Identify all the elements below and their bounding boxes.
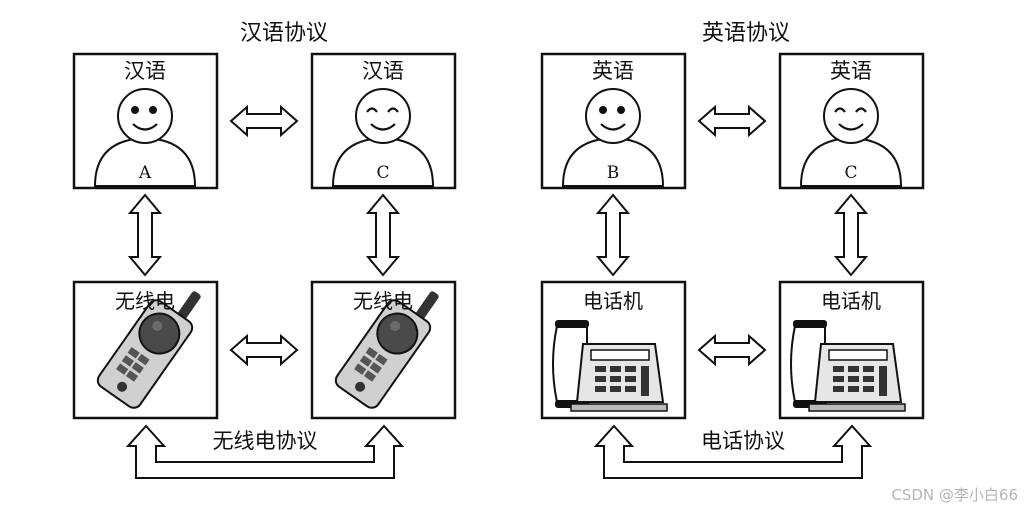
left-protocol-title: 汉语协议 [240,21,328,46]
left-bottom-horizontal-arrow [230,335,298,365]
left-protocol-label: 无线电协议 [213,429,318,453]
right-telephone-box-2: 电话机 [778,280,925,420]
right-b-vertical-arrow [597,194,629,276]
telephone-label: 电话机 [821,289,881,313]
person-c-letter: C [844,163,857,183]
person-c-language-label: 英语 [830,59,872,83]
telephone-label: 电话机 [583,289,643,313]
left-c-vertical-arrow [367,194,399,276]
person-c-language-label: 汉语 [362,59,404,83]
radio-label: 无线电 [115,289,175,313]
left-person-a-box: 汉语 A [72,52,219,190]
person-a-language-label: 汉语 [124,59,166,83]
watermark: CSDN @李小白66 [891,486,1018,504]
right-person-b-box: 英语 B [540,52,687,190]
person-b-letter: B [607,163,620,183]
right-c-vertical-arrow [835,194,867,276]
right-protocol-u-arrow [593,424,873,479]
radio-label: 无线电 [353,289,413,313]
person-c-letter: C [376,163,389,183]
right-protocol-title: 英语协议 [702,21,790,46]
person-b-language-label: 英语 [592,59,634,83]
left-protocol-u-arrow [125,424,405,479]
left-a-vertical-arrow [129,194,161,276]
left-radio-box-1: 无线电 [72,280,219,420]
left-person-c-box: 汉语 C [310,52,457,190]
right-person-c-box: 英语 C [778,52,925,190]
left-radio-box-2: 无线电 [310,280,457,420]
left-top-horizontal-arrow [230,106,298,136]
right-top-horizontal-arrow [698,106,766,136]
right-protocol-label: 电话协议 [701,429,785,453]
person-a-letter: A [138,163,152,183]
right-bottom-horizontal-arrow [698,335,766,365]
right-telephone-box-1: 电话机 [540,280,687,420]
